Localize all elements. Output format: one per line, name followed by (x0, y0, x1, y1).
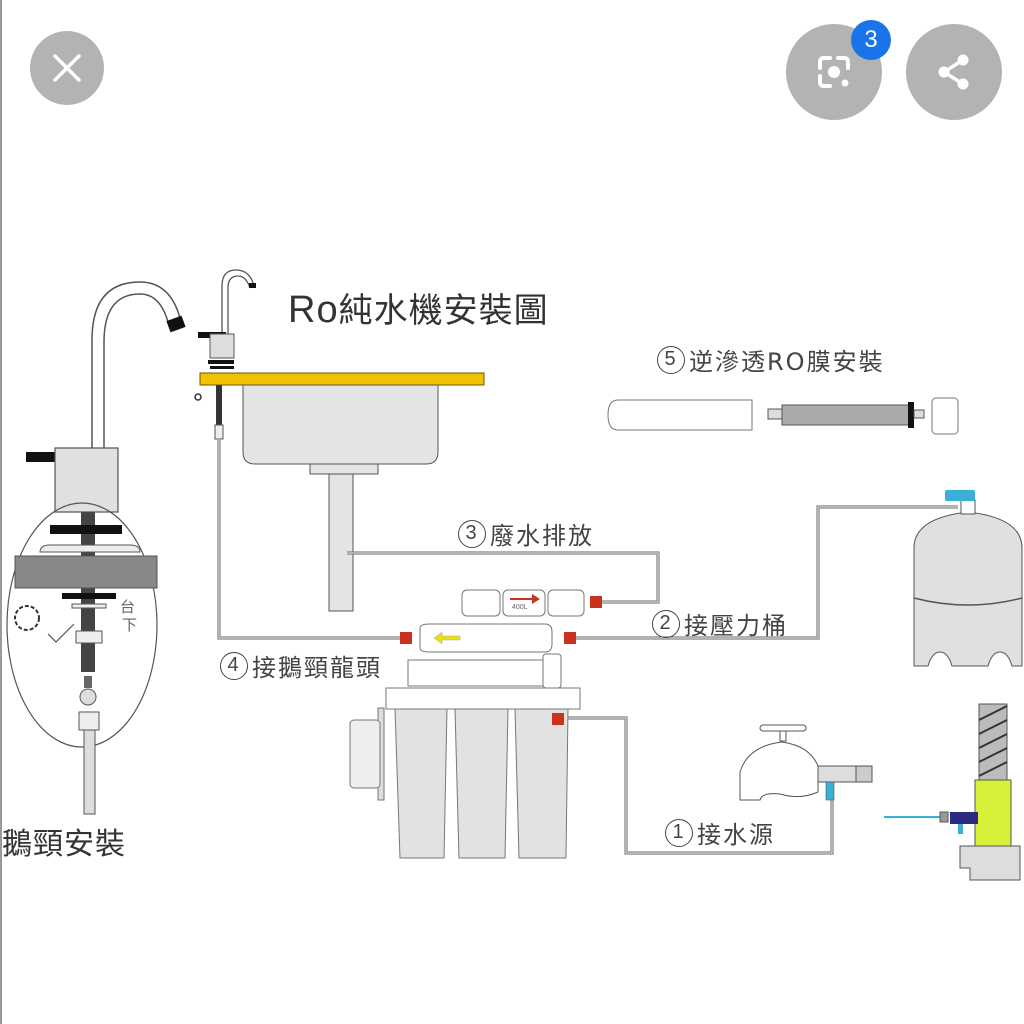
step-number: 1 (665, 818, 693, 847)
sink-drain-pipe (328, 473, 354, 612)
small-washer-icon (194, 393, 202, 401)
sink-basin (242, 384, 439, 465)
flow-restrictor-left (461, 589, 501, 617)
filter-housing-3 (514, 708, 569, 859)
angle-valve-adapter (974, 779, 1012, 847)
flow-restrictor-label: 400L (512, 604, 528, 611)
membrane-housing-cap (931, 397, 959, 435)
faucet-base-large (54, 447, 119, 513)
step-number: 4 (220, 651, 248, 680)
faucet-tip-small (249, 283, 256, 288)
lens-result-count-badge: 3 (851, 20, 891, 60)
braid-pattern (978, 705, 1008, 777)
washer-small (208, 360, 234, 364)
diagram-title: Ro純水機安裝圖 (288, 283, 549, 332)
ro-membrane-cap (542, 653, 562, 689)
detail-oval (6, 502, 158, 748)
washer-top (50, 525, 122, 534)
left-edge-divider (0, 0, 2, 1024)
red-fitting-2 (400, 632, 412, 644)
tube-down (83, 729, 96, 815)
membrane-end (913, 409, 925, 419)
under-counter-label-bottom: 下 (122, 616, 138, 634)
flow-restrictor-right (547, 589, 585, 617)
hex-nut (75, 630, 103, 644)
membrane-seal (908, 402, 914, 428)
tank-valve-blue (945, 490, 975, 501)
connector-stem (84, 676, 92, 688)
tubing-inner (218, 440, 958, 854)
compression-nut (78, 711, 100, 731)
wall-fitting (959, 845, 1021, 881)
red-fitting-4 (552, 713, 564, 725)
star-washer-icon (14, 605, 40, 631)
tank-neck (960, 499, 976, 515)
close-button[interactable] (30, 31, 104, 105)
step-number: 3 (458, 519, 486, 548)
faucet-connector (214, 424, 224, 440)
flow-arrow-red (510, 594, 540, 604)
membrane-connector (767, 408, 783, 420)
tap-handle (759, 724, 807, 732)
countertop-section (14, 555, 158, 589)
tee-adapter (817, 765, 857, 783)
threaded-rod (81, 512, 95, 672)
step-number: 5 (657, 345, 685, 374)
ro-membrane (781, 404, 911, 426)
red-fitting-1 (590, 596, 602, 608)
lens-search-button[interactable] (786, 24, 882, 120)
pressure-tank (913, 511, 1023, 667)
faucet-body-small (209, 333, 235, 359)
countertop (199, 372, 485, 386)
filter-housing-1 (394, 708, 448, 859)
sink-drain-collar (309, 463, 379, 475)
flow-restrictor-mid (502, 589, 546, 617)
faucet-install-label: 鵝頸安裝 (2, 827, 126, 862)
post-carbon-filter (419, 623, 553, 653)
red-fitting-3 (564, 632, 576, 644)
ro-membrane-housing (407, 659, 559, 687)
lock-washer (71, 603, 107, 609)
under-counter-label-top: 台 (120, 598, 136, 616)
tap-stem (779, 730, 787, 742)
angle-valve-knob (950, 812, 978, 824)
feed-valve-blue (825, 781, 835, 801)
faucet-shank (216, 385, 222, 425)
close-icon (53, 54, 81, 82)
checkmark-icon (47, 623, 75, 643)
gasket (39, 544, 141, 553)
connector-ball (79, 688, 97, 706)
gooseneck-faucet-large (91, 281, 181, 450)
title-prefix: Ro (288, 289, 339, 331)
membrane-housing-tube (607, 399, 753, 431)
filter-housing-2 (454, 708, 509, 859)
flow-arrow-yellow (433, 631, 461, 645)
angle-valve-lever (958, 824, 963, 834)
filter-head (385, 687, 581, 710)
tap-body (739, 741, 819, 801)
gooseneck-faucet-small (221, 269, 255, 334)
tank-seam (913, 597, 1023, 606)
lens-search-icon (818, 56, 850, 88)
title-text: 純水機安裝圖 (338, 291, 549, 331)
tube-nut (939, 811, 949, 823)
share-button[interactable] (906, 24, 1002, 120)
tap-thread (855, 765, 873, 783)
washer-bottom (62, 593, 116, 599)
step-number: 2 (652, 609, 680, 638)
share-icon (938, 54, 969, 90)
faucet-tip-large (166, 315, 186, 333)
washer-small-2 (210, 366, 234, 369)
solenoid-valve (349, 719, 381, 789)
